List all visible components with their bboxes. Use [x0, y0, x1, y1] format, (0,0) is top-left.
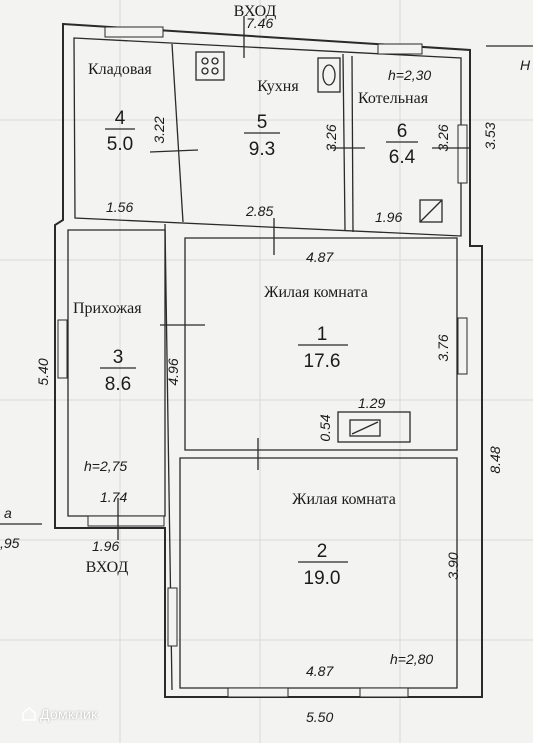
room-name-boiler: Котельная [358, 90, 429, 107]
room-area-storage: 5.0 [107, 134, 133, 155]
room-name-living1: Жилая комната [264, 284, 368, 301]
dim-living2-width: 4.87 [306, 663, 334, 679]
room-area-hallway: 8.6 [105, 374, 131, 395]
window-storage [104, 26, 164, 38]
room-number-boiler: 6 [397, 121, 408, 142]
dim-left-partial-letter: а [4, 505, 12, 521]
room-number-living2: 2 [317, 541, 328, 562]
window-living1 [457, 317, 468, 375]
room-name-living2: Жилая комната [292, 491, 396, 508]
dim-storage-width: 1.56 [106, 199, 133, 215]
dim-kitchen-width: 2.85 [245, 203, 273, 219]
watermark-text: Домклик [40, 706, 98, 722]
entrance-label-top: ВХОД [234, 3, 277, 20]
dim-boiler-width: 1.96 [375, 209, 402, 225]
dim-hallway-outer-width: 1.96 [92, 538, 119, 554]
dim-hallway-inner-height: 4.96 [165, 358, 181, 385]
house-logo-icon [22, 707, 36, 721]
room-number-hallway: 3 [113, 347, 124, 368]
dim-living1-width: 4.87 [306, 249, 334, 265]
dim-living1-height: 3.76 [435, 334, 451, 361]
dim-top-width: 7.46 [246, 15, 273, 31]
dim-living2-height: 3.90 [445, 552, 461, 579]
dim-left-partial: ,95 [0, 535, 20, 551]
dim-kitchen-height: 3.26 [323, 124, 339, 151]
boiler-icon [419, 199, 443, 223]
room-number-storage: 4 [115, 108, 126, 129]
doors [117, 16, 470, 540]
room-number-living1: 1 [317, 324, 328, 345]
window-living2-bottom-b [359, 687, 409, 698]
windows [57, 26, 468, 698]
stove-icon [195, 51, 225, 81]
watermark: Домклик [22, 706, 98, 722]
room-name-hallway: Прихожая [73, 300, 142, 317]
dim-boiler-inner-height: 3.26 [435, 124, 451, 151]
dim-stove-depth: 0.54 [317, 414, 333, 441]
room-area-living1: 17.6 [304, 351, 341, 372]
door-storage [149, 149, 199, 153]
sink-icon [317, 57, 341, 93]
heater-icon [337, 411, 411, 443]
room-name-storage: Кладовая [88, 61, 152, 78]
room-area-living2: 19.0 [304, 568, 341, 589]
room-area-kitchen: 9.3 [249, 139, 275, 160]
outer-walls [54, 22, 483, 698]
window-hallway [57, 319, 68, 379]
window-boiler-side [457, 124, 468, 184]
dim-right-total-height: 8.48 [487, 446, 503, 473]
room-number-kitchen: 5 [257, 112, 268, 133]
dim-top-right-partial: Н [520, 57, 531, 73]
room-height-hallway: h=2,75 [84, 458, 127, 474]
dim-storage-height: 3.22 [151, 116, 167, 143]
window-living2-bottom-a [227, 687, 289, 698]
room-height-living2: h=2,80 [390, 651, 433, 667]
dim-hallway-width: 1.74 [100, 489, 127, 505]
window-boiler [377, 43, 423, 55]
dim-hallway-outer-height: 5.40 [35, 358, 51, 385]
room-area-boiler: 6.4 [389, 147, 416, 168]
dim-boiler-outer-height: 3.53 [482, 122, 498, 149]
room-name-kitchen: Кухня [257, 78, 299, 95]
entrance-label-bottom: ВХОД [86, 559, 129, 576]
dim-bottom-width: 5.50 [306, 709, 333, 725]
room-height-boiler: h=2,30 [388, 67, 431, 83]
dim-stove-width: 1.29 [358, 395, 385, 411]
window-living2-left [167, 587, 178, 647]
window-hallway-bottom [87, 515, 165, 527]
